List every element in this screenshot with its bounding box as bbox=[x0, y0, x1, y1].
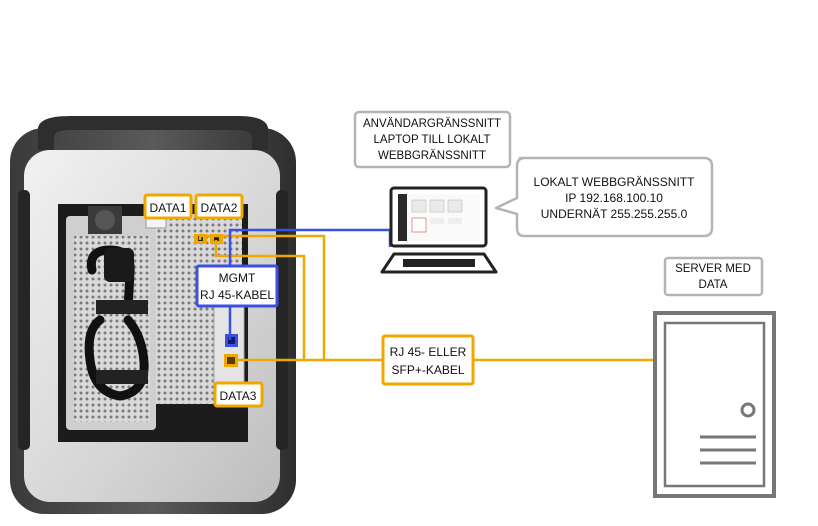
server-callout-line2: DATA bbox=[699, 279, 728, 291]
server-icon bbox=[653, 311, 776, 498]
mgmt-label-box: MGMT RJ 45-KABEL bbox=[195, 264, 279, 308]
data3-label-box: DATA3 bbox=[213, 381, 264, 408]
cable-label-line2: SFP+-KABEL bbox=[391, 363, 464, 377]
appliance-device bbox=[10, 116, 296, 514]
local-web-callout-line3: UNDERNÄT 255.255.255.0 bbox=[541, 207, 688, 221]
mgmt-label-line1: MGMT bbox=[219, 271, 256, 285]
local-web-callout: LOKALT WEBBGRÄNSSNITT IP 192.168.100.10 … bbox=[494, 156, 714, 238]
server-callout-line1: SERVER MED bbox=[675, 263, 751, 275]
server-callout: SERVER MED DATA bbox=[663, 256, 764, 297]
data3-label: DATA3 bbox=[220, 389, 257, 403]
laptop-icon bbox=[380, 186, 498, 274]
data1-label-box: DATA1 bbox=[143, 193, 193, 220]
cable-label-line1: RJ 45- ELLER bbox=[390, 345, 467, 359]
data2-label-box: DATA2 bbox=[194, 193, 244, 220]
local-web-callout-line2: IP 192.168.100.10 bbox=[565, 191, 663, 205]
ui-laptop-callout-line2: LAPTOP TILL LOKALT bbox=[374, 134, 491, 146]
ui-laptop-callout-line1: ANVÄNDARGRÄNSSNITT bbox=[363, 118, 501, 130]
data1-label: DATA1 bbox=[150, 201, 187, 215]
mgmt-label-line2: RJ 45-KABEL bbox=[200, 288, 274, 302]
local-web-callout-line1: LOKALT WEBBGRÄNSSNITT bbox=[534, 175, 696, 189]
data2-label: DATA2 bbox=[201, 201, 238, 215]
cable-label-box: RJ 45- ELLER SFP+-KABEL bbox=[381, 334, 475, 386]
ui-laptop-callout-line3: WEBBGRÄNSSNITT bbox=[378, 150, 486, 162]
ui-laptop-callout: ANVÄNDARGRÄNSSNITT LAPTOP TILL LOKALT WE… bbox=[353, 110, 512, 169]
